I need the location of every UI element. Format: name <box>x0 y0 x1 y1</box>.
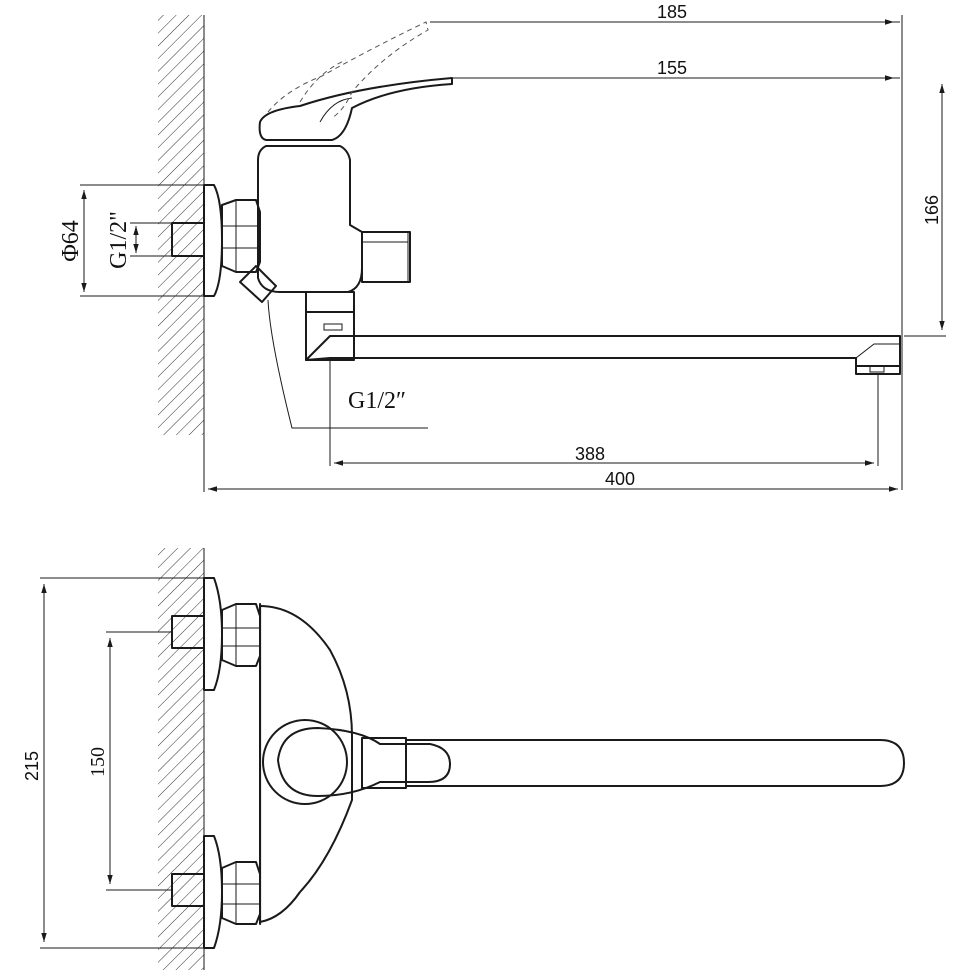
lower-hex-nut <box>221 861 261 925</box>
wall-flange <box>203 184 223 297</box>
dim-label-150: 150 <box>87 747 109 777</box>
dim-label-166: 166 <box>922 195 942 225</box>
hex-nut <box>221 199 261 273</box>
outlet-thread-leader <box>267 299 428 429</box>
spout-arm <box>305 335 901 367</box>
spout-collar <box>305 291 355 313</box>
wall-hatch-top <box>158 15 204 435</box>
diverter-knob <box>361 231 411 283</box>
dim-label-400: 400 <box>605 469 635 489</box>
side-view: 185 155 166 Φ64 G1/2" G1/2″ 388 400 <box>58 2 946 492</box>
lever-handle-top <box>277 727 451 797</box>
dim-label-diameter: Φ64 <box>58 220 84 262</box>
inlet-pipe-stub <box>171 222 205 257</box>
wall-hatch-bottom <box>158 548 204 970</box>
body-outline-top <box>259 605 353 923</box>
aerator <box>855 365 901 375</box>
dim-label-thread-outlet: G1/2″ <box>348 388 406 414</box>
lever-handle-raised <box>267 21 429 119</box>
side-outlet <box>239 265 277 303</box>
dim-label-thread-inlet: G1/2" <box>106 211 132 269</box>
mixer-body <box>257 145 363 293</box>
dim-label-388: 388 <box>575 444 605 464</box>
lower-wall-flange <box>203 835 223 949</box>
spout-top <box>406 739 905 787</box>
top-view: 215 150 <box>22 548 905 970</box>
spout-collar-top <box>361 737 407 789</box>
dim-label-215: 215 <box>22 751 42 781</box>
cartridge-housing <box>262 719 348 805</box>
dim-label-185: 185 <box>657 2 687 22</box>
upper-hex-nut <box>221 603 261 667</box>
upper-wall-flange <box>203 577 223 691</box>
lever-handle <box>258 77 453 141</box>
dim-label-155: 155 <box>657 58 687 78</box>
